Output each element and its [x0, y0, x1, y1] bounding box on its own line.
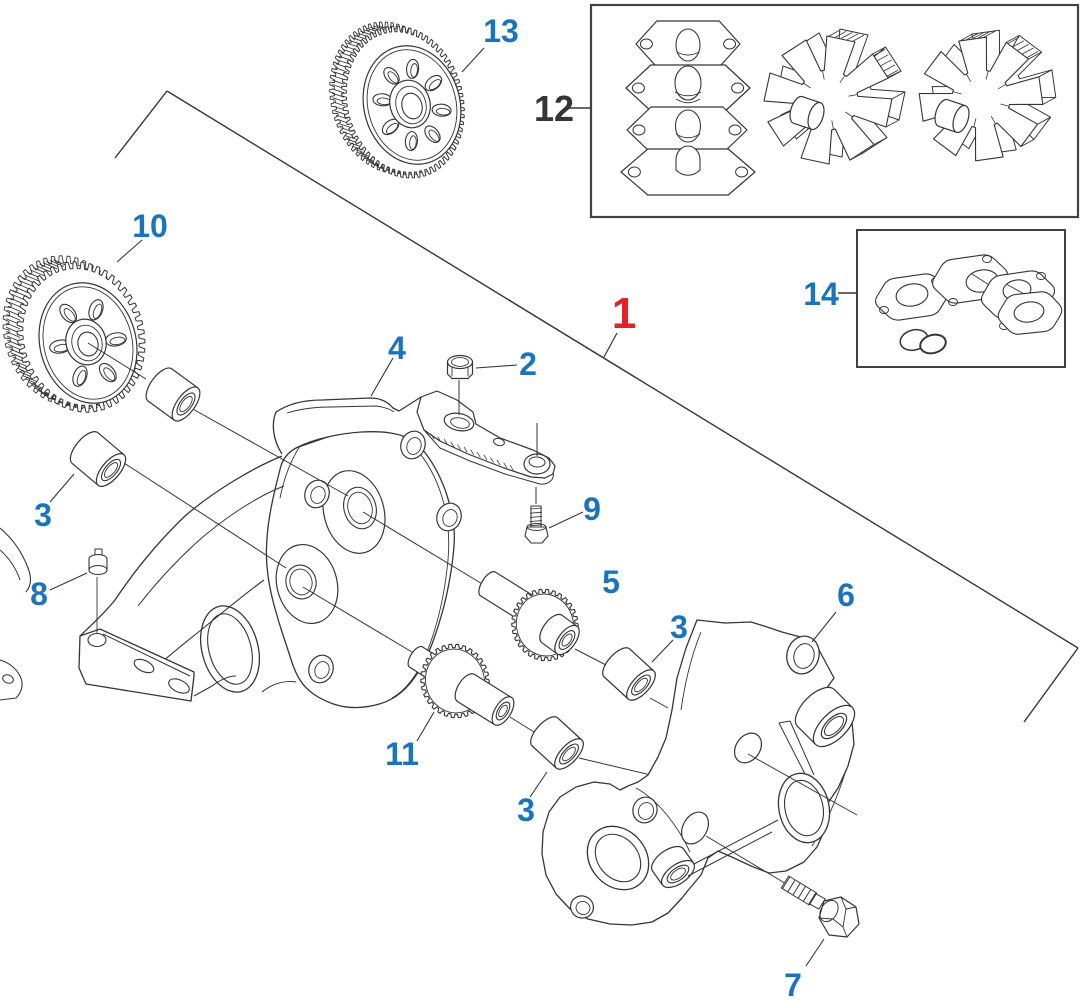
svg-text:5: 5	[602, 564, 620, 600]
svg-text:11: 11	[385, 736, 419, 772]
svg-text:10: 10	[132, 208, 168, 244]
svg-text:6: 6	[837, 577, 855, 613]
svg-text:12: 12	[534, 88, 574, 129]
svg-text:14: 14	[803, 276, 839, 312]
svg-text:1: 1	[612, 289, 636, 338]
svg-text:8: 8	[30, 576, 48, 612]
svg-text:2: 2	[519, 346, 537, 382]
svg-text:3: 3	[670, 609, 688, 645]
svg-text:7: 7	[784, 967, 802, 996]
svg-text:13: 13	[483, 13, 519, 49]
svg-text:9: 9	[583, 491, 601, 527]
svg-text:3: 3	[34, 497, 52, 533]
svg-text:3: 3	[517, 792, 535, 828]
svg-text:4: 4	[388, 330, 406, 366]
